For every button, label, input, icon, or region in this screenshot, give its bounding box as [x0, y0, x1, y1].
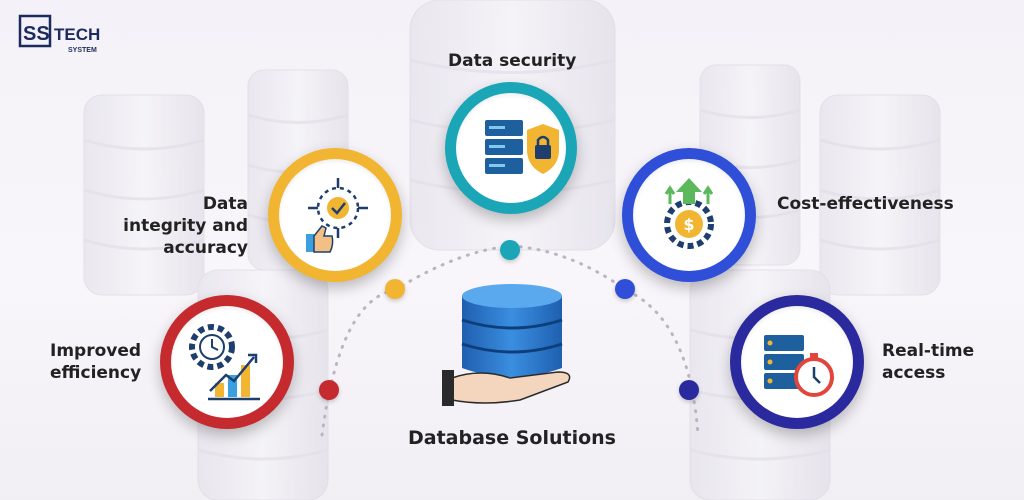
dollar-gear-arrows-icon: $	[664, 178, 714, 249]
label-cost-effectiveness: Cost-effectiveness	[777, 194, 954, 214]
connector-dot-cost	[615, 279, 635, 299]
server-lock-icon	[485, 120, 559, 174]
label-data-security: Data security	[448, 51, 577, 71]
node-improved-efficiency	[160, 295, 294, 429]
label-improved-efficiency: Improved efficiency	[50, 341, 142, 383]
target-check-thumbsup-icon	[306, 178, 368, 253]
sstech-logo: SS TECH SYSTEM	[18, 14, 118, 60]
connector-dot-efficiency	[319, 380, 339, 400]
node-data-security	[445, 82, 577, 214]
logo-mark: SS	[23, 23, 50, 45]
node-cost-effectiveness: $	[622, 148, 756, 282]
connector-dot-integrity	[385, 279, 405, 299]
label-real-time-access: Real-time access	[882, 341, 975, 383]
label-data-integrity: Data integrity and accuracy	[123, 194, 248, 258]
gear-clock-growth-chart-icon	[189, 324, 260, 401]
node-data-integrity	[268, 148, 402, 282]
connector-dot-security	[500, 240, 520, 260]
database-hand-icon	[442, 284, 571, 406]
svg-text:$: $	[683, 215, 694, 234]
logo-sub: SYSTEM	[68, 47, 97, 54]
connector-dot-realtime	[679, 380, 699, 400]
logo-word: TECH	[54, 25, 100, 44]
node-real-time-access	[730, 295, 864, 429]
diagram-title: Database Solutions	[408, 427, 616, 449]
server-stopwatch-icon	[764, 335, 834, 397]
